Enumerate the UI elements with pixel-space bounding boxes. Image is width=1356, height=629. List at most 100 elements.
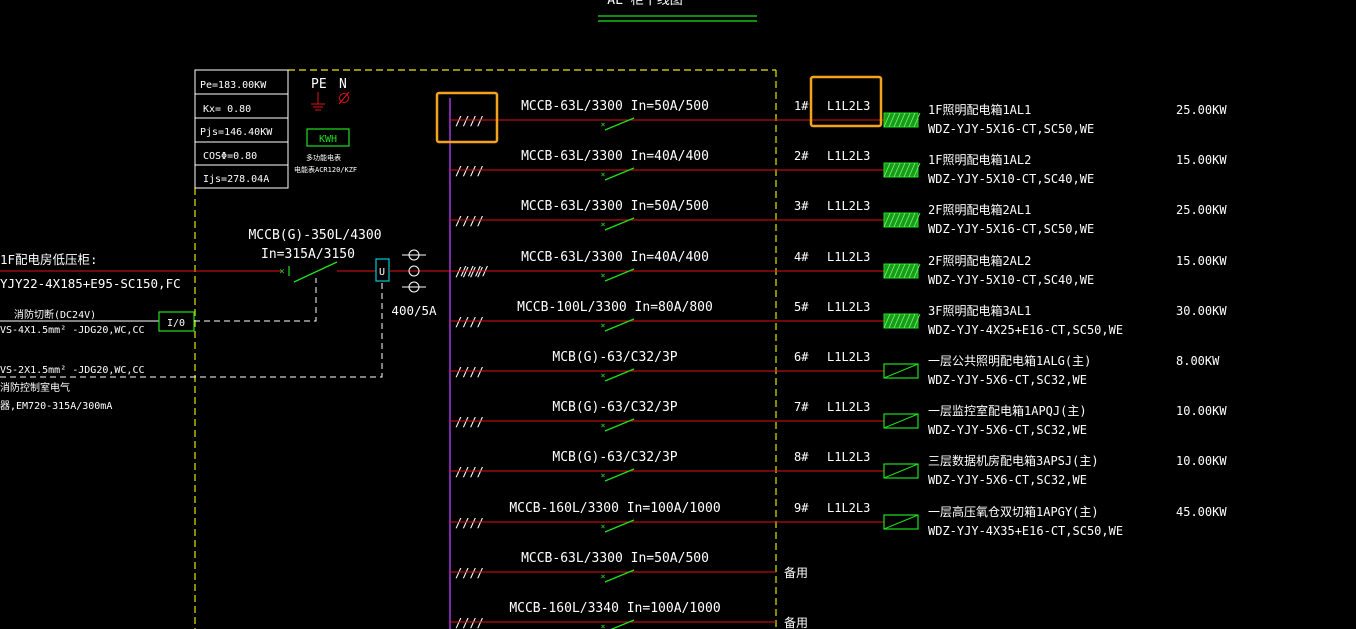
panel-diagonal-line — [883, 363, 919, 379]
panel-hatch-line — [893, 212, 901, 228]
phase-label: L1L2L3 — [827, 501, 870, 515]
panel-hatch-line — [893, 162, 901, 178]
highlight-box-bus-tap — [435, 91, 499, 144]
panel-hatch-line — [888, 313, 896, 329]
circuit-number: 7# — [794, 400, 809, 414]
panel-hatch-line — [898, 162, 906, 178]
panel-hatch-line — [913, 313, 921, 329]
load-power: 30.00KW — [1176, 304, 1227, 318]
monitor-note-2: 器,EM720-315A/300mA — [0, 400, 112, 412]
load-name: 一层公共照明配电箱1ALG(主) — [928, 353, 1091, 368]
panel-hatch-line — [903, 263, 911, 279]
panel-hatch-line — [908, 212, 916, 228]
breaker-switch-icon — [604, 217, 635, 231]
control-wiring — [0, 278, 383, 378]
main-breaker-model: MCCB(G)-350L/4300 — [248, 228, 381, 243]
load-cable: WDZ-YJY-5X6-CT,SC32,WE — [928, 373, 1087, 387]
load-cable: WDZ-YJY-5X16-CT,SC50,WE — [928, 122, 1094, 136]
monitor-cable: VS-2X1.5mm² -JDG20,WC,CC — [0, 365, 145, 376]
meter-note-1: 多功能电表 — [306, 153, 341, 162]
load-power: 10.00KW — [1176, 454, 1227, 468]
load-power: 45.00KW — [1176, 505, 1227, 519]
breaker-label: MCCB-63L/3300 In=50A/500 — [521, 99, 709, 114]
fire-cable: VS-4X1.5mm² -JDG20,WC,CC — [0, 325, 145, 336]
circuit-number: 备用 — [784, 616, 808, 629]
panel-hatch-line — [883, 162, 891, 178]
load-power: 10.00KW — [1176, 404, 1227, 418]
breaker-label: MCCB-100L/3300 In=80A/800 — [517, 300, 713, 315]
load-name: 一层高压氧仓双切箱1APGY(主) — [928, 504, 1099, 519]
power-panel-icon — [883, 413, 919, 429]
main-breaker-switch-icon — [293, 261, 338, 283]
breaker-switch-icon — [604, 167, 635, 181]
panel-diagonal-line — [883, 514, 919, 530]
panel-hatch-line — [898, 313, 906, 329]
circuit-number: 2# — [794, 149, 809, 163]
breaker-switch-icon — [604, 368, 635, 382]
breaker-trip-mark: × — [601, 572, 606, 581]
load-name: 一层监控室配电箱1APQJ(主) — [928, 403, 1087, 418]
panel-hatch-line — [903, 162, 911, 178]
bus-tap-mark: //// — [455, 114, 484, 128]
surge-protector-icon — [375, 258, 390, 282]
phase-label: L1L2L3 — [827, 300, 870, 314]
meter-label: KWH — [319, 134, 337, 145]
meter-note-2: 电能表ACR120/KZF — [294, 165, 357, 174]
breaker-trip-mark: × — [601, 170, 606, 179]
breaker-trip-mark: × — [601, 421, 606, 430]
breaker-label: MCCB-63L/3300 In=40A/400 — [521, 149, 709, 164]
breaker-switch-icon — [604, 569, 635, 583]
bus-tap-mark: //// — [455, 214, 484, 228]
lighting-panel-icon — [883, 212, 919, 228]
fire-cutoff-note: 消防切断(DC24V) — [14, 308, 96, 321]
bus-tap-mark: //// — [455, 516, 484, 530]
lighting-panel-icon — [883, 112, 919, 128]
panel-hatch-line — [888, 212, 896, 228]
breaker-trip-mark: × — [601, 120, 606, 129]
breaker-switch-icon — [604, 318, 635, 332]
power-panel-icon — [883, 363, 919, 379]
load-power: 8.00KW — [1176, 354, 1220, 368]
ct-ratio-label: 400/5A — [391, 303, 437, 318]
load-cable: WDZ-YJY-4X35+E16-CT,SC50,WE — [928, 524, 1123, 538]
breaker-switch-icon — [604, 418, 635, 432]
breaker-switch-icon — [604, 268, 635, 282]
n-label: N — [339, 77, 347, 92]
surge-protector-label: U — [379, 267, 385, 278]
earth-and-meter: PE N KWH 多功能电表 电能表ACR120/KZF — [294, 77, 357, 174]
circuit-number: 9# — [794, 501, 809, 515]
load-parameter-box: Pe=183.00KW Kx= 0.80 Pjs=146.40KW COSΦ=0… — [194, 69, 289, 189]
breaker-label: MCCB-63L/3300 In=50A/500 — [521, 199, 709, 214]
breaker-switch-icon — [604, 519, 635, 533]
breaker-label: MCCB-160L/3300 In=100A/1000 — [509, 501, 720, 516]
panel-hatch-line — [908, 313, 916, 329]
earth-icon — [311, 92, 325, 111]
bus-tap-mark: //// — [455, 415, 484, 429]
panel-hatch-line — [908, 263, 916, 279]
incoming-cable: YJY22-4X185+E95-SC150,FC — [0, 276, 181, 291]
circuit-number: 5# — [794, 300, 809, 314]
circuit-number: 8# — [794, 450, 809, 464]
breaker-switch-icon — [610, 619, 635, 629]
circuit-number: 备用 — [784, 566, 808, 580]
param-ijs: Ijs=278.04A — [203, 174, 269, 185]
power-panel-icon — [883, 463, 919, 479]
panel-hatch-line — [913, 162, 921, 178]
bus-tap-mark: //// — [455, 315, 484, 329]
diagram-title: AL 柜干线图 — [607, 0, 682, 8]
load-name: 2F照明配电箱2AL2 — [928, 253, 1031, 268]
panel-hatch-line — [893, 313, 901, 329]
panel-hatch-line — [883, 313, 891, 329]
panel-hatch-line — [893, 112, 901, 128]
param-kx: Kx= 0.80 — [203, 104, 251, 115]
load-name: 2F照明配电箱2AL1 — [928, 202, 1031, 217]
panel-hatch-line — [888, 162, 896, 178]
panel-hatch-line — [888, 112, 896, 128]
phase-label: L1L2L3 — [827, 149, 870, 163]
lighting-panel-icon — [883, 263, 919, 279]
param-pjs: Pjs=146.40KW — [200, 127, 273, 138]
circuit-number: 3# — [794, 199, 809, 213]
panel-hatch-line — [883, 212, 891, 228]
load-power: 15.00KW — [1176, 254, 1227, 268]
load-name: 1F照明配电箱1AL1 — [928, 102, 1031, 117]
